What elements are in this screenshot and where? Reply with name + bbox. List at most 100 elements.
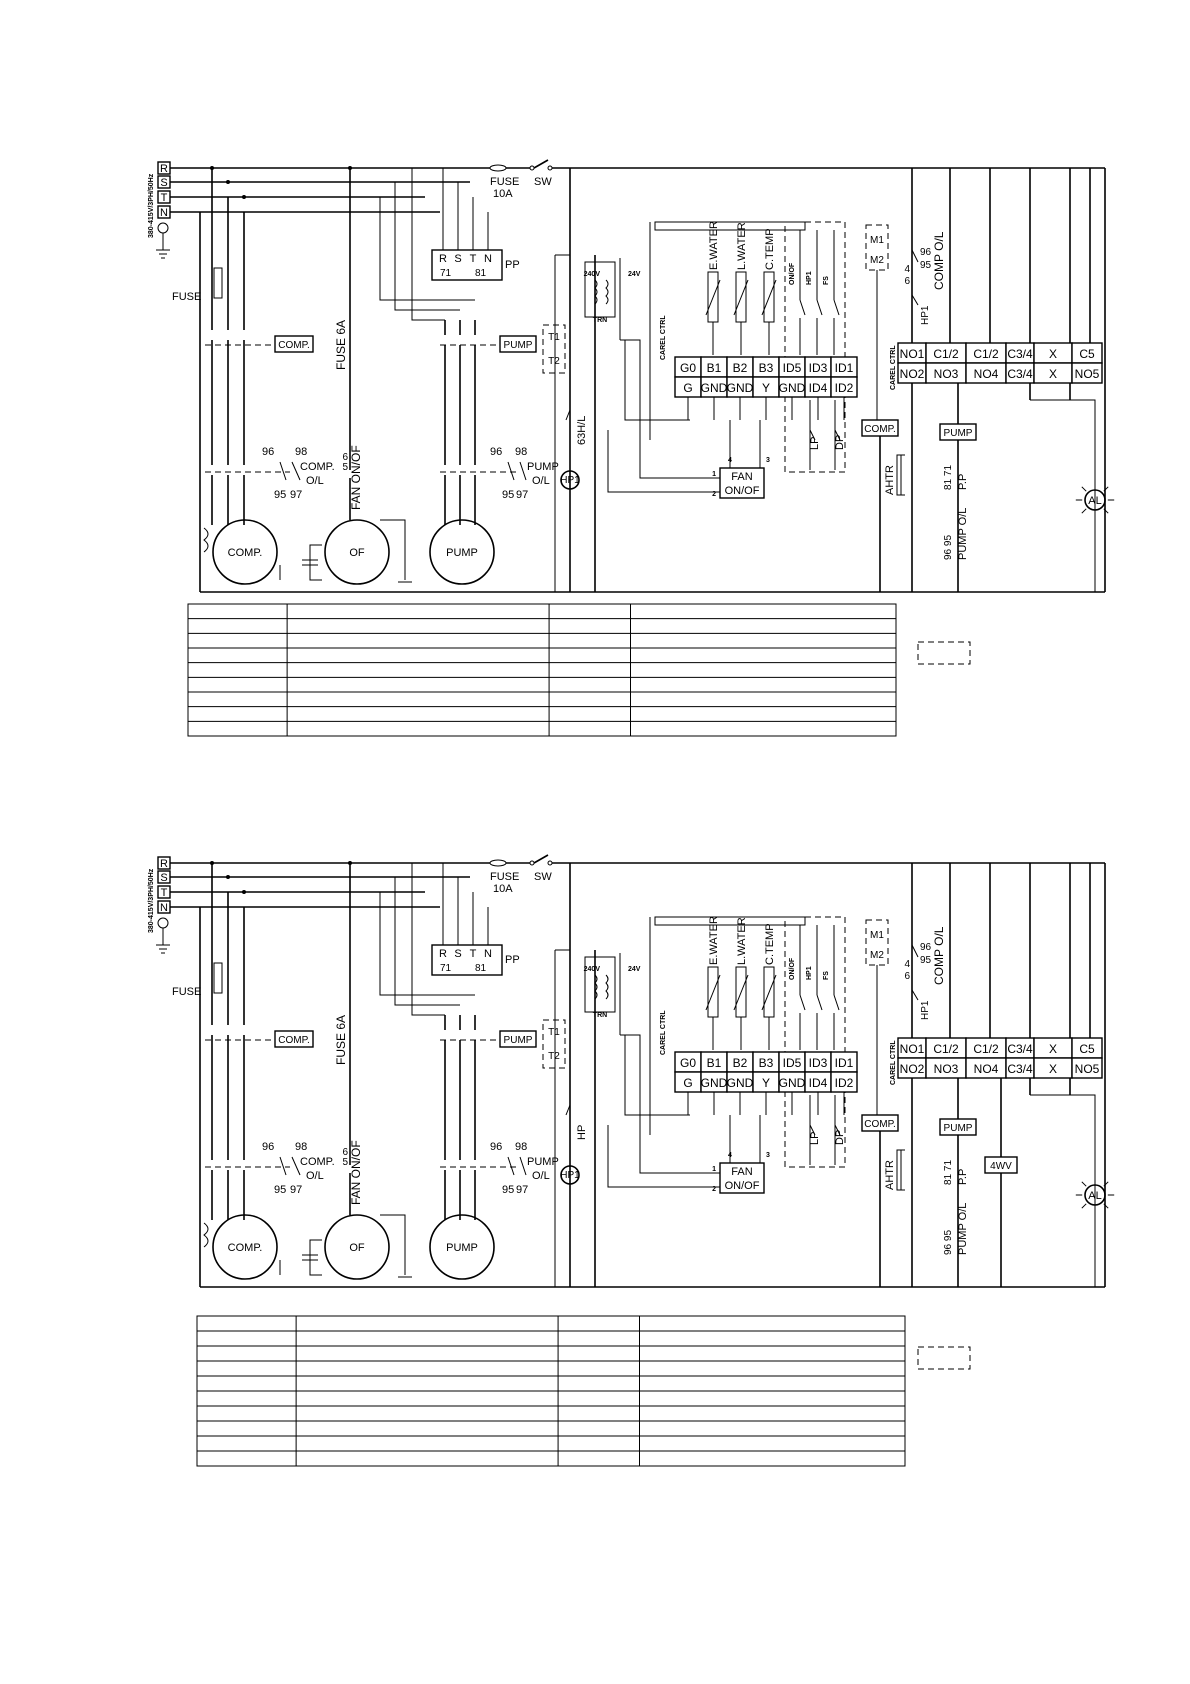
phase-label: T bbox=[161, 192, 168, 204]
main-fuse-rating: 10A bbox=[493, 188, 513, 200]
comp-ol-97: 97 bbox=[290, 489, 302, 501]
hp-switch bbox=[565, 1104, 571, 1116]
compressor-motor bbox=[212, 519, 278, 585]
junction-dot bbox=[348, 861, 352, 865]
compressor-motor bbox=[212, 1214, 278, 1280]
ahtr-label: AHTR bbox=[884, 465, 896, 495]
pp-contact-pins: 81 71 bbox=[943, 1160, 954, 1185]
output-terminal-label: C1/2 bbox=[933, 1042, 959, 1056]
hp1-contact-6: 6 bbox=[904, 276, 910, 287]
pump-ol-97: 97 bbox=[516, 1184, 528, 1196]
sensor-label-1: L.WATER bbox=[736, 917, 748, 965]
comp-ol-label: COMP. bbox=[300, 461, 335, 473]
comp-coil-label: COMP. bbox=[864, 424, 896, 435]
output-terminal-label: C5 bbox=[1079, 347, 1095, 361]
crankcase-heater bbox=[203, 1222, 209, 1248]
pump-ol-95: 95 bbox=[502, 1184, 514, 1196]
wire bbox=[620, 339, 720, 479]
main-switch bbox=[533, 854, 549, 864]
hp-switch-label: HP bbox=[576, 1125, 588, 1140]
fan-switch-pin6: 6 bbox=[342, 452, 348, 463]
ol-contact bbox=[519, 461, 527, 481]
phase-protector-box bbox=[431, 944, 503, 976]
output-terminal-label: C3/4 bbox=[1007, 1042, 1033, 1056]
carel-ctrl-label: CAREL CTRL bbox=[660, 315, 667, 360]
pump-ol-contact-label: PUMP O/L bbox=[957, 1203, 969, 1255]
control-fuse bbox=[213, 962, 223, 994]
phase-label: S bbox=[160, 872, 167, 884]
wire bbox=[624, 1035, 690, 1116]
comp-ol-contact-label: COMP O/L bbox=[932, 926, 946, 985]
pp-contact-label: P.P bbox=[957, 474, 969, 490]
digital-input-contact bbox=[816, 299, 823, 316]
transformer-winding bbox=[594, 279, 598, 305]
pp-terminal: T bbox=[470, 253, 477, 265]
four-way-valve-label: 4WV bbox=[990, 1161, 1012, 1172]
ctrl-terminal-label: ID1 bbox=[835, 361, 854, 375]
junction-dot bbox=[210, 166, 214, 170]
pp-terminal-71: 71 bbox=[440, 268, 452, 279]
fan-box-label: FAN bbox=[731, 1166, 752, 1178]
comp-ol-95: 95 bbox=[274, 1184, 286, 1196]
phase-label: R bbox=[160, 858, 168, 870]
fan-pin-1: 1 bbox=[712, 1166, 716, 1173]
comp-ol-96: 96 bbox=[262, 446, 274, 458]
pp-feed bbox=[394, 877, 460, 1006]
dp-contact bbox=[834, 429, 841, 441]
transformer-secondary: 24V bbox=[628, 966, 641, 973]
wire bbox=[607, 1125, 720, 1188]
junction-dot bbox=[226, 180, 230, 184]
pp-terminal-81: 81 bbox=[475, 963, 487, 974]
ctrl-terminal-label: ID2 bbox=[835, 1076, 854, 1090]
pump-ol-96: 96 bbox=[490, 1141, 502, 1153]
ctrl-terminal-label: G0 bbox=[680, 1056, 696, 1070]
control-fuse bbox=[213, 267, 223, 299]
output-terminal-label: NO5 bbox=[1075, 367, 1100, 381]
supply-label: 380-415V/3PH/50Hz bbox=[148, 173, 155, 238]
digital-input-label-1: HP1 bbox=[806, 271, 813, 285]
ol-contact bbox=[291, 461, 301, 481]
main-switch bbox=[533, 159, 549, 169]
lp-label: LP bbox=[809, 437, 821, 450]
pp-terminal: T bbox=[470, 948, 477, 960]
sensor-label-0: E.WATER bbox=[708, 221, 720, 270]
wire bbox=[1030, 1094, 1096, 1287]
output-terminal-label: NO4 bbox=[974, 367, 999, 381]
pp-terminal-81: 81 bbox=[475, 268, 487, 279]
ol-contact bbox=[507, 1156, 515, 1176]
pump-contactor-coil bbox=[499, 1030, 537, 1048]
output-terminal-label: NO4 bbox=[974, 1062, 999, 1076]
pp-label: PP bbox=[505, 954, 520, 966]
alarm-ray bbox=[1103, 486, 1109, 492]
pp-terminal: S bbox=[454, 948, 461, 960]
dp-label: DP bbox=[834, 435, 846, 450]
alarm-lamp bbox=[1084, 1184, 1106, 1206]
pp-terminal: S bbox=[454, 253, 461, 265]
transformer-box bbox=[584, 261, 616, 318]
output-terminal-5 bbox=[1071, 362, 1103, 384]
comp-ol-95: 95 bbox=[274, 489, 286, 501]
m1-label: M1 bbox=[870, 930, 884, 941]
ctrl-terminal-label: GND bbox=[701, 1076, 728, 1090]
alarm-ray bbox=[1081, 508, 1087, 514]
alarm-ray bbox=[1103, 508, 1109, 514]
fan-onof-box bbox=[719, 1162, 765, 1194]
lp-label: LP bbox=[809, 1132, 821, 1145]
hp1-coil-label: HP1 bbox=[560, 475, 580, 486]
thermostat-box bbox=[542, 324, 566, 374]
pump-ol-label: PUMP bbox=[527, 1156, 559, 1168]
fan-pin-2: 2 bbox=[712, 491, 716, 498]
transformer-winding bbox=[594, 974, 598, 1000]
digital-input-contact bbox=[833, 994, 840, 1011]
alarm-label: AL bbox=[1088, 1190, 1101, 1202]
transformer-secondary: 24V bbox=[628, 271, 641, 278]
pump-coil-label: PUMP bbox=[944, 1123, 973, 1134]
ctrl-terminal-label: B3 bbox=[759, 1056, 774, 1070]
ctrl-terminal-label: ID1 bbox=[835, 1056, 854, 1070]
ol-contact bbox=[279, 1156, 287, 1176]
ctrl-terminal-label: G bbox=[683, 1076, 692, 1090]
wire bbox=[705, 974, 721, 1011]
legend-dashed-symbol bbox=[917, 641, 971, 665]
output-terminal-label: NO1 bbox=[900, 1042, 925, 1056]
